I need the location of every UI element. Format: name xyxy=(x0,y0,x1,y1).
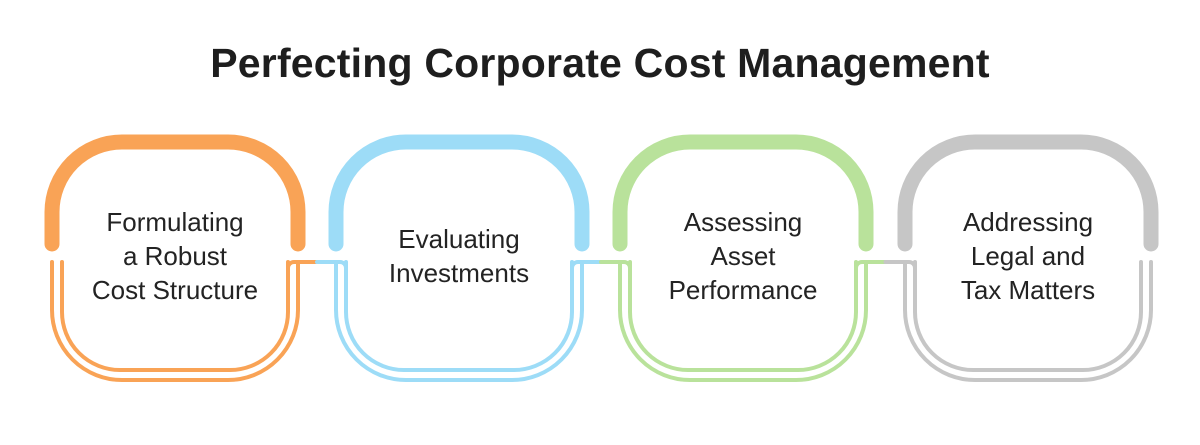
step-3-top-arc xyxy=(612,134,874,252)
step-3-line-2: Asset xyxy=(710,241,776,271)
diagram-title: Perfecting Corporate Cost Management xyxy=(210,40,990,86)
step-4-frame xyxy=(897,134,1159,382)
step-1-line-1: Formulating xyxy=(106,207,244,237)
step-1-bottom-inner xyxy=(60,260,290,372)
step-2-bottom-outer xyxy=(334,260,584,382)
step-3-frame xyxy=(612,134,874,382)
step-1-line-3: Cost Structure xyxy=(91,275,259,305)
step-2-line-2: Investments xyxy=(388,258,530,288)
step-4-bottom-inner xyxy=(913,260,1143,372)
step-2-frame xyxy=(328,134,590,382)
step-4-line-2: Legal and xyxy=(970,241,1086,271)
step-2-top-arc xyxy=(328,134,590,252)
connector-1-2 xyxy=(286,260,348,282)
step-1-bottom-outer xyxy=(50,260,300,382)
step-4-label: Addressing Legal and Tax Matters xyxy=(928,205,1128,307)
step-4-top-arc xyxy=(897,134,1159,252)
connector-1-2-left xyxy=(286,260,319,282)
step-1-frame xyxy=(44,134,306,382)
step-3-label: Assessing Asset Performance xyxy=(643,205,843,307)
step-3-bottom-outer xyxy=(618,260,868,382)
connector-2-3-right xyxy=(599,260,632,282)
connector-2-3 xyxy=(570,260,632,282)
step-1-line-2: a Robust xyxy=(122,241,228,271)
connector-2-3-left xyxy=(570,260,603,282)
connector-3-4-left xyxy=(854,260,888,282)
step-4-line-3: Tax Matters xyxy=(960,275,1096,305)
step-4-bottom-outer xyxy=(903,260,1153,382)
step-2-bottom-inner xyxy=(344,260,574,372)
step-3-line-1: Assessing xyxy=(683,207,803,237)
connector-3-4 xyxy=(854,260,917,282)
step-3-bottom-inner xyxy=(628,260,858,372)
connector-3-4-right xyxy=(883,260,917,282)
step-2-label: Evaluating Investments xyxy=(359,222,559,290)
step-3-line-3: Performance xyxy=(668,275,818,305)
step-1-top-arc xyxy=(44,134,306,252)
step-1-label: Formulating a Robust Cost Structure xyxy=(75,205,275,307)
connector-1-2-right xyxy=(315,260,348,282)
step-2-line-1: Evaluating xyxy=(398,224,520,254)
step-4-line-1: Addressing xyxy=(962,207,1094,237)
